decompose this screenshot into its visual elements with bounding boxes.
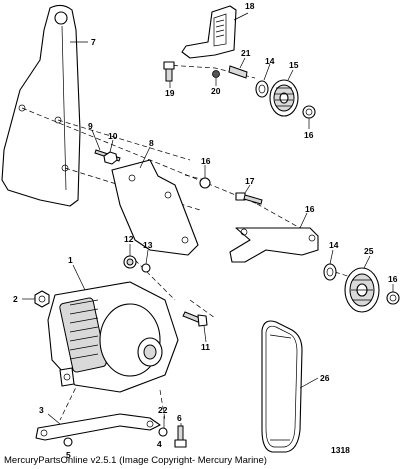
part-6-bolt <box>174 425 187 448</box>
callout-22: 20 <box>211 86 221 96</box>
part-16-nut-upper <box>302 105 316 119</box>
part-13-washer <box>141 263 151 273</box>
callout-7: 7 <box>91 37 96 47</box>
part-8-adjusting-bracket <box>111 159 199 256</box>
part-4-nut <box>158 427 168 437</box>
callout-16-upper: 16 <box>304 130 314 140</box>
copyright-caption: MercuryPartsOnline v2.5.1 (Image Copyrig… <box>4 455 267 466</box>
callout-10: 10 <box>108 131 118 141</box>
callout-15: 15 <box>289 60 299 70</box>
part-17-tensioner-bracket <box>229 227 319 263</box>
callout-21: 19 <box>165 88 175 98</box>
callout-5: 5 <box>66 450 71 460</box>
callout-13: 13 <box>143 240 153 250</box>
part-14-spacer-lower <box>323 263 337 281</box>
part-14-spacer-upper <box>255 80 269 98</box>
callout-4: 4 <box>157 439 162 449</box>
callout-26: 26 <box>320 373 330 383</box>
part-20-idler-bracket <box>181 5 237 59</box>
part-26-drive-belt <box>261 320 303 453</box>
callout-19: 17 <box>245 176 255 186</box>
part-1-alternator <box>47 281 179 393</box>
callout-leader-lines <box>22 12 394 428</box>
part-25-idler-pulley <box>344 267 380 313</box>
callout-11: 11 <box>201 342 210 352</box>
callout-14-upper: 14 <box>265 56 275 66</box>
callout-20: 18 <box>245 1 255 11</box>
callout-9: 9 <box>88 121 93 131</box>
callout-17: 16 <box>305 204 315 214</box>
part-18-nut <box>199 177 211 189</box>
callout-25: 25 <box>364 246 374 256</box>
part-19-bolt <box>235 192 263 205</box>
callout-24: 22 <box>158 405 168 415</box>
callout-1: 1 <box>68 255 73 265</box>
part-3-adjusting-strap <box>35 413 161 441</box>
part-7-mounting-bracket <box>1 4 81 207</box>
part-16-nut-lower <box>386 291 400 305</box>
callout-23: 21 <box>241 48 251 58</box>
part-2-nut <box>34 290 50 308</box>
callout-6: 6 <box>177 413 182 423</box>
part-21-bolt <box>163 61 175 82</box>
callout-2: 2 <box>13 294 18 304</box>
document-number: 1318 <box>331 445 350 455</box>
part-23-stud <box>228 65 248 79</box>
part-22-nut <box>212 70 220 78</box>
callout-labels: 7 9 10 8 16 17 16 18 19 20 21 14 15 16 1… <box>13 1 398 460</box>
part-11-bolt <box>182 311 208 327</box>
callout-18: 16 <box>201 156 211 166</box>
callout-3: 3 <box>39 405 44 415</box>
callout-16-lower: 16 <box>388 274 398 284</box>
part-12-nut <box>123 255 137 269</box>
part-5-washer <box>63 437 73 447</box>
part-15-ribbed-pulley <box>269 79 299 117</box>
callout-14-lower: 14 <box>329 240 339 250</box>
callout-8: 8 <box>149 138 154 148</box>
callout-12: 12 <box>124 234 134 244</box>
